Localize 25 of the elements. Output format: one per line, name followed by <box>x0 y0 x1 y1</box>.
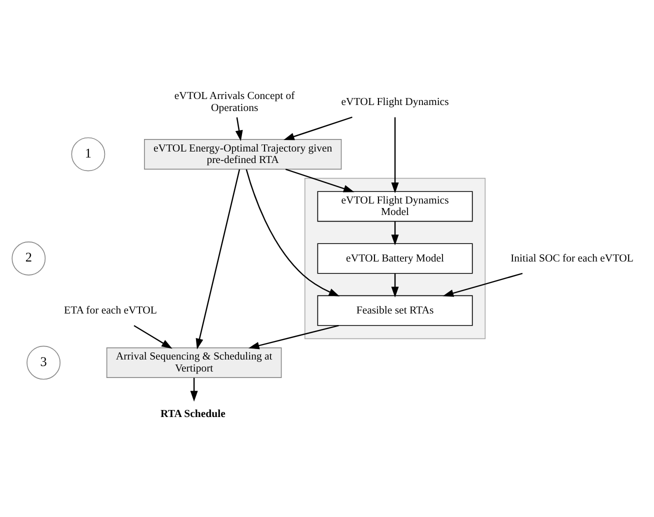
node-box: Arrival Sequencing & Scheduling at Vertiport <box>106 347 282 378</box>
arrow <box>246 169 340 296</box>
node-box: Feasible set RTAs <box>317 295 473 326</box>
node-box: eVTOL Energy-Optimal Trajectory given pre-defined RTA <box>144 139 342 170</box>
arrow <box>190 378 198 402</box>
node-box: eVTOL Battery Model <box>317 243 473 274</box>
node-circle: 2 <box>12 242 46 276</box>
arrow <box>391 274 399 298</box>
node-text: RTA Schedule <box>160 408 226 420</box>
node-text: eVTOL Arrivals Concept of Operations <box>174 90 295 114</box>
arrow <box>134 325 172 349</box>
arrow <box>391 117 399 194</box>
node-circle: 3 <box>26 346 60 380</box>
node-text: eVTOL Flight Dynamics <box>341 96 449 108</box>
arrow <box>235 117 243 142</box>
cluster <box>304 178 486 340</box>
arrow <box>285 168 354 192</box>
arrow <box>196 169 240 350</box>
node-box: eVTOL Flight Dynamics Model <box>317 191 473 222</box>
node-text: ETA for each eVTOL <box>64 304 158 316</box>
node-circle: 1 <box>71 137 106 172</box>
arrow <box>391 222 399 246</box>
arrow <box>442 272 523 297</box>
arrow <box>284 116 352 140</box>
node-text: Initial SOC for each eVTOL <box>510 252 634 264</box>
